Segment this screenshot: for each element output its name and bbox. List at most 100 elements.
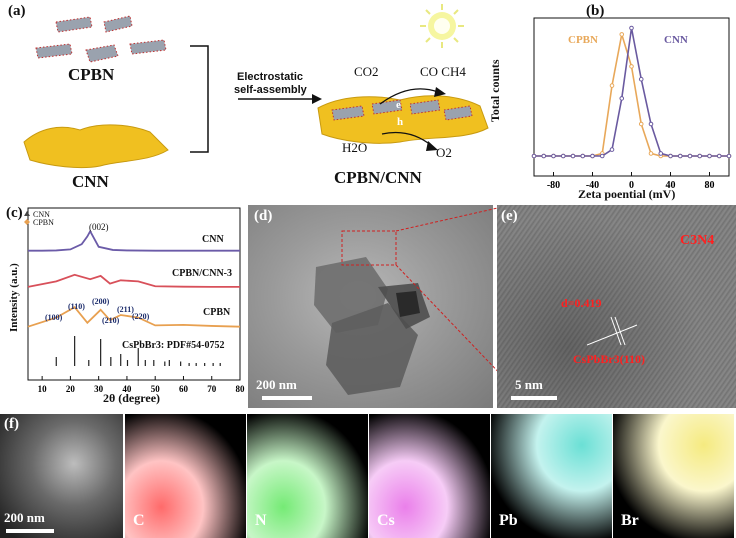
- zeta-point: [619, 96, 625, 101]
- xrd-series-composite: [27, 273, 240, 288]
- zeta-xtick-label: -40: [586, 180, 599, 191]
- scalebar-f: [6, 529, 54, 533]
- products-label: CO CH4: [420, 64, 466, 79]
- cpbn-crystals: [35, 15, 167, 63]
- xrd-xlabel: 2θ (degree): [103, 391, 161, 405]
- arrow-text-1: Electrostatic: [237, 71, 304, 83]
- scale-e: 5 nm: [515, 377, 543, 392]
- xrd-xtick-label: 10: [38, 384, 48, 394]
- o2-label: O2: [436, 145, 452, 160]
- c-legend-cnn: CNN: [33, 210, 50, 219]
- eds-map-label: N: [255, 512, 267, 529]
- xrd-xtick-label: 30: [94, 384, 104, 394]
- zeta-point: [629, 25, 634, 31]
- tem-particles: [314, 230, 430, 395]
- zeta-point: [531, 153, 537, 159]
- eds-map-label: Pb: [499, 512, 518, 529]
- zeta-point: [541, 153, 547, 159]
- eds-map-pb: Pb: [491, 414, 612, 538]
- zeta-ylabel: Total counts: [488, 59, 502, 122]
- eds-map-cs: Cs: [369, 414, 490, 538]
- legend-cpbn: CPBN: [568, 34, 598, 46]
- peak-220: (220): [132, 312, 150, 321]
- bracket: [190, 45, 209, 153]
- zeta-series-cnn: [534, 27, 729, 157]
- tem-image-d: (d) 200 nm: [248, 205, 493, 408]
- peak-110: (110): [68, 302, 85, 311]
- eds-map-n: N: [247, 414, 368, 538]
- electron-label: e: [396, 99, 401, 111]
- zeta-plot-frame: [533, 17, 730, 177]
- scale-d: 200 nm: [256, 377, 297, 392]
- xrd-xtick-label: 20: [66, 384, 76, 394]
- co2-label: CO2: [354, 64, 379, 79]
- eds-map-label: C: [133, 512, 145, 529]
- eds-map-label: Br: [621, 512, 639, 529]
- zeta-point: [648, 121, 654, 127]
- c-legend-cpbn: CPBN: [33, 218, 54, 227]
- panel-e-label: (e): [501, 208, 518, 224]
- curve-label-cpbn: CPBN: [203, 307, 231, 318]
- hole-label: h: [397, 116, 404, 128]
- lattice-marker: [587, 316, 638, 346]
- panel-b-label: (b): [586, 3, 605, 19]
- legend-cpbn-marker: [24, 219, 30, 225]
- zeta-point: [677, 153, 683, 159]
- curve-label-cnn: CNN: [202, 234, 224, 245]
- zeta-xtick-label: -80: [547, 180, 560, 191]
- zeta-point: [599, 153, 605, 159]
- zeta-point: [668, 153, 673, 159]
- zeta-point: [687, 153, 693, 159]
- panel-a-schematic: [23, 4, 489, 169]
- zeta-point: [590, 153, 595, 159]
- eds-map-br: Br: [613, 414, 734, 538]
- peak-002: (002): [89, 222, 109, 232]
- panel-a-label: (a): [8, 3, 26, 19]
- zeta-point: [716, 153, 722, 159]
- zeta-point: [726, 153, 732, 159]
- cpbn-label: CPBN: [68, 65, 115, 84]
- peak-211: (211): [117, 305, 134, 314]
- zeta-xtick-label: 40: [666, 180, 676, 191]
- cnn-sheet: [23, 124, 169, 169]
- sun-icon: [420, 4, 464, 48]
- haadf-image: (f) 200 nm: [0, 414, 123, 538]
- panel-f-label: (f): [4, 416, 19, 432]
- zeta-point: [697, 153, 703, 159]
- assembly-arrow: [312, 94, 322, 104]
- composite-crystals: [331, 99, 473, 121]
- zeta-xlabel: Zeta poential (mV): [578, 187, 676, 201]
- eds-map-c: C: [125, 414, 246, 538]
- zeta-point: [551, 153, 556, 159]
- xrd-ylabel: Intensity (a.u.): [8, 263, 20, 332]
- zeta-point: [609, 147, 615, 152]
- scalebar-e: [511, 396, 557, 400]
- zeta-point: [638, 121, 644, 127]
- peak-100: (100): [45, 313, 63, 322]
- zeta-xtick-label: 0: [629, 180, 634, 191]
- c3n4-label: C3N4: [680, 233, 715, 248]
- composite-label: CPBN/CNN: [334, 168, 422, 187]
- panel-c-label: (c): [6, 205, 23, 221]
- zeta-point: [580, 153, 586, 159]
- zeta-chart: -80 -40 0 40 80: [531, 17, 732, 191]
- xrd-xtick-label: 70: [207, 384, 217, 394]
- zeta-point: [648, 151, 654, 156]
- xrd-series-cnn: [28, 229, 240, 252]
- zeta-xtick-label: 80: [705, 180, 715, 191]
- curve-label-composite: CPBN/CNN-3: [172, 268, 232, 279]
- peak-200: (200): [92, 297, 110, 306]
- xrd-xtick-label: 40: [122, 384, 132, 394]
- xrd-xtick-label: 80: [236, 384, 246, 394]
- arrow-text-2: self-assembly: [234, 84, 307, 96]
- legend-cnn: CNN: [664, 34, 688, 46]
- legend-cnn-marker: [24, 211, 30, 216]
- hrtem-image-e: (e) C3N4 d=0.419 CsPbBr3(110) 5 nm: [497, 205, 736, 408]
- eds-map-label: Cs: [377, 512, 395, 529]
- zeta-point: [609, 83, 615, 88]
- zeta-point: [560, 153, 566, 159]
- zeta-point: [638, 76, 644, 82]
- zeta-point: [619, 32, 625, 37]
- xrd-xtick-label: 50: [151, 384, 161, 394]
